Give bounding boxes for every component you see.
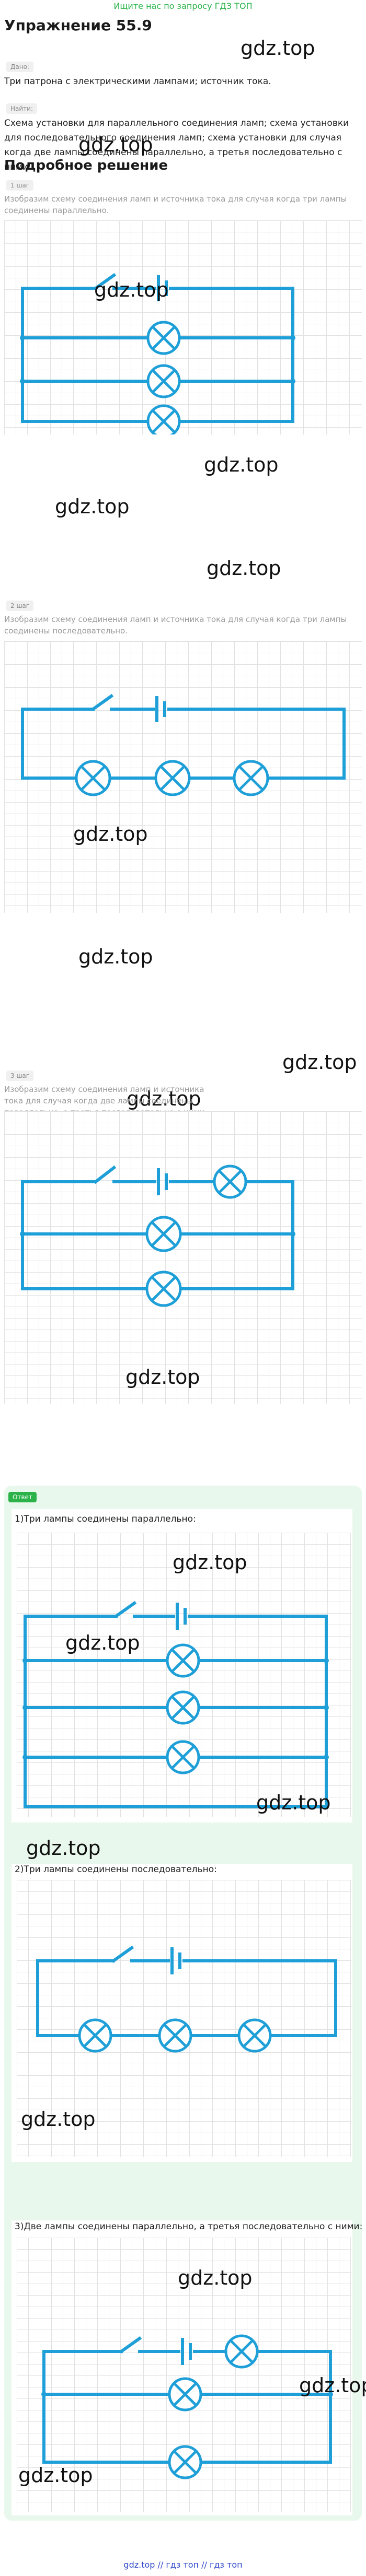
diagram-mixed — [4, 1111, 362, 1404]
watermark: gdz.top — [94, 278, 169, 301]
watermark: gdz.top — [173, 1551, 247, 1574]
watermark: gdz.top — [178, 2266, 253, 2289]
watermark: gdz.top — [26, 1837, 101, 1860]
watermark: gdz.top — [55, 495, 130, 518]
answer-diagram-series — [17, 1880, 351, 2157]
answer-item-text: 3)Две лампы соединены параллельно, а тре… — [15, 2221, 363, 2232]
watermark: gdz.top — [21, 2108, 96, 2131]
watermark: gdz.top — [256, 1791, 331, 1814]
footer-links[interactable]: gdz.top // гдз топ // гдз топ — [123, 2560, 243, 2570]
page-title: Упражнение 55.9 — [4, 17, 152, 34]
given-chip: Дано: — [6, 62, 33, 72]
watermark: gdz.top — [18, 2464, 93, 2487]
watermark: gdz.top — [125, 1366, 200, 1389]
watermark: gdz.top — [127, 1087, 201, 1110]
watermark: gdz.top — [207, 557, 281, 580]
watermark: gdz.top — [78, 945, 153, 968]
watermark: gdz.top — [65, 1631, 140, 1654]
watermark: gdz.top — [299, 2374, 366, 2397]
watermark: gdz.top — [282, 1051, 357, 1074]
watermark: gdz.top — [204, 453, 279, 476]
promo-banner[interactable]: Ищите нас по запросу ГДЗ ТОП — [113, 1, 253, 11]
answer-item-text: 2)Три лампы соединены последовательно: — [15, 1864, 217, 1875]
watermark: gdz.top — [73, 822, 148, 845]
given-text: Три патрона с электрическими лампами; ис… — [4, 76, 271, 87]
find-chip: Найти: — [6, 103, 38, 114]
answer-diagram-mixed — [17, 2238, 351, 2512]
step-chip: 2 шаг — [6, 601, 34, 611]
step-text: Изобразим схему соединения ламп и источн… — [4, 194, 347, 215]
step-text: Изобразим схему соединения ламп и источн… — [4, 615, 347, 636]
find-text: Схема установки для параллельного соедин… — [4, 118, 349, 172]
answer-item-text: 1)Три лампы соединены параллельно: — [15, 1514, 196, 1524]
diagram-series — [4, 641, 362, 913]
diagram-parallel — [4, 220, 362, 439]
answer-diagram-parallel — [17, 1533, 351, 1817]
step-chip: 3 шаг — [6, 1071, 34, 1081]
answer-chip: Ответ — [8, 1492, 37, 1502]
step-chip: 1 шаг — [6, 180, 34, 191]
watermark: gdz.top — [241, 37, 315, 60]
watermark: gdz.top — [78, 133, 153, 156]
solution-title: Подробное решение — [4, 158, 168, 173]
